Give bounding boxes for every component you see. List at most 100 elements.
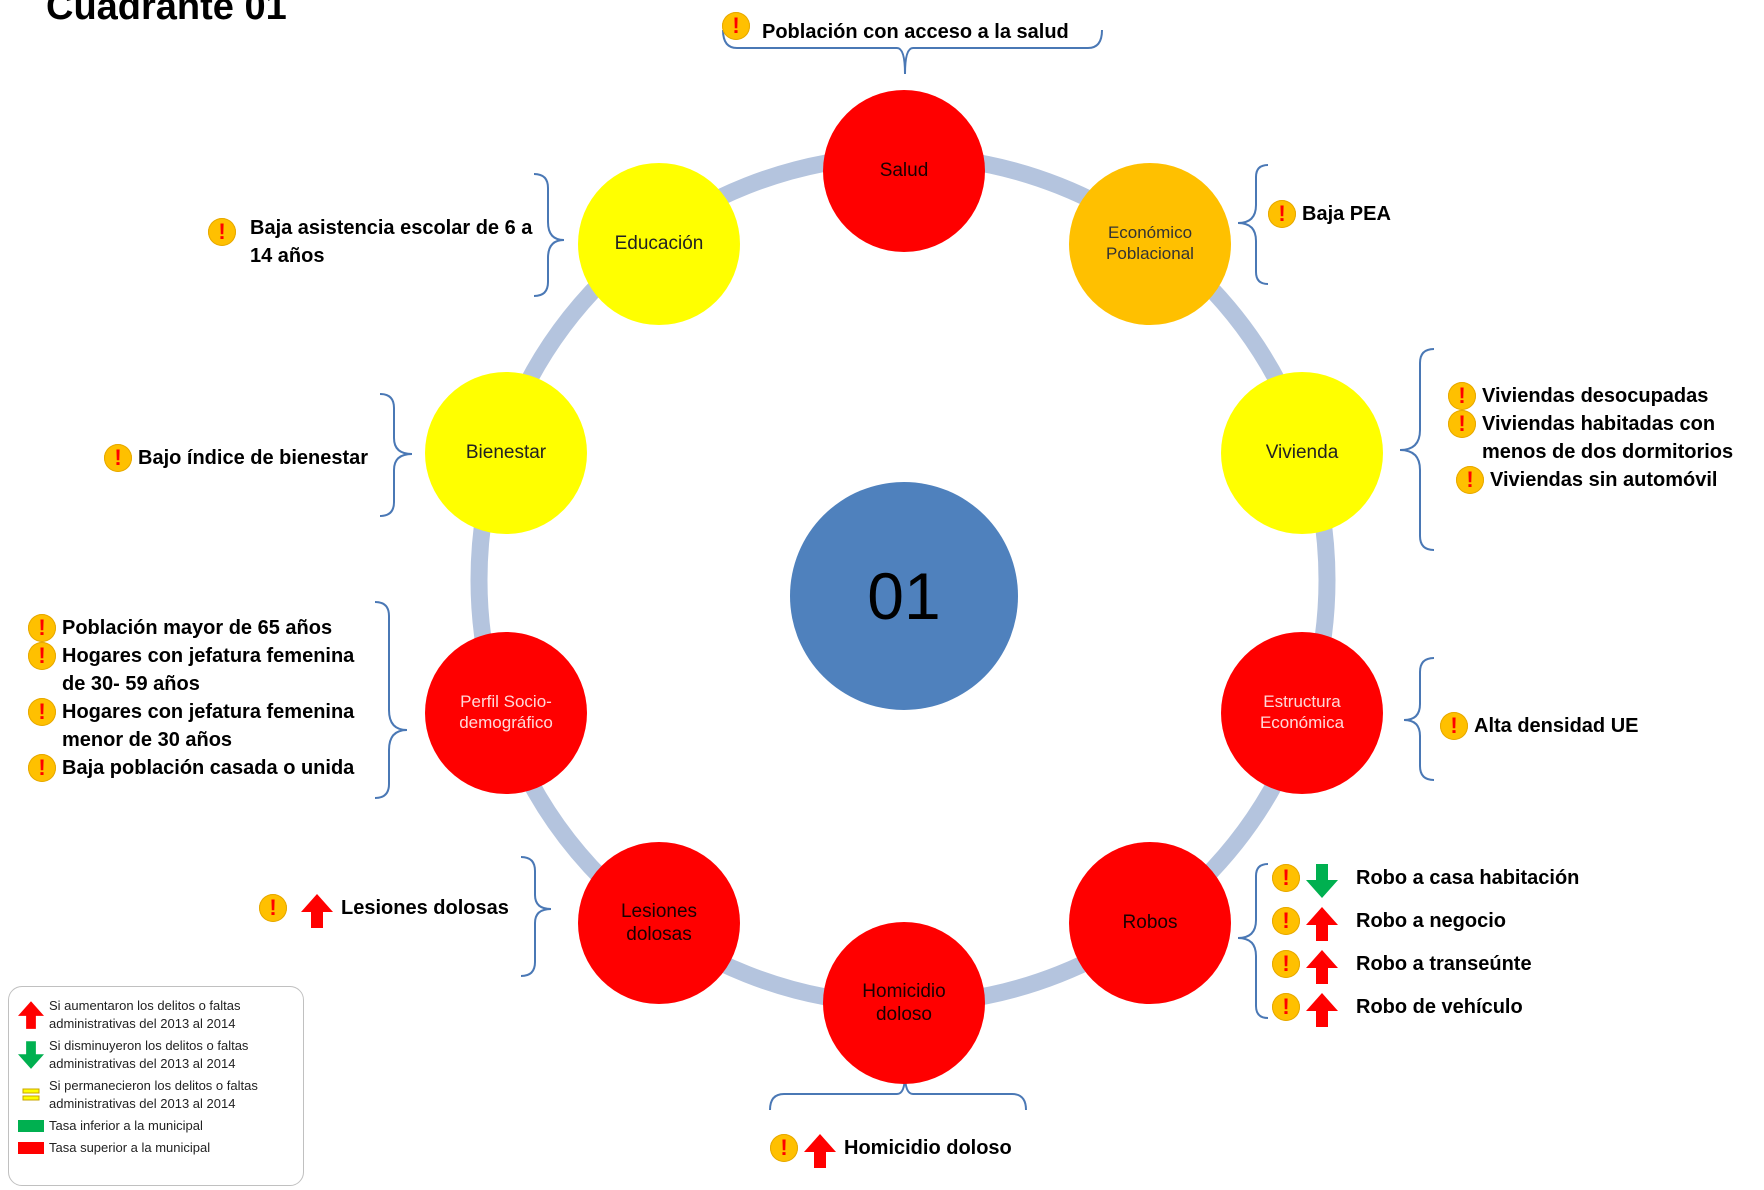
note-text: Robo a negocio [1356,910,1506,932]
legend-label: Tasa superior a la municipal [49,1140,211,1155]
note-row: ! Hogares con jefatura femenina menor de… [28,698,354,754]
note-text: Baja PEA [1302,203,1391,225]
node-salud[interactable]: Salud [823,90,985,252]
warning-icon: ! [28,754,56,782]
note-text: Población con acceso a la salud [762,21,1069,43]
node-homicidio-label: Homicidio doloso [862,980,946,1025]
legend-label: Tasa inferior a la municipal [49,1118,203,1133]
warning-icon: ! [1272,950,1300,978]
note-row: ! Lesiones dolosas [259,894,509,928]
node-educacion-label: Educación [614,233,704,255]
legend-item-down: Si disminuyeron los delitos o faltas adm… [17,1037,295,1073]
note-text: Hogares con jefatura femenina de 30- 59 … [62,645,355,695]
node-homicidio-doloso[interactable]: Homicidio doloso [823,922,985,1084]
center-label: 01 [867,558,941,633]
node-bienestar-label: Bienestar [465,442,547,464]
node-salud-label: Salud [879,160,929,182]
warning-icon: ! [1448,410,1476,438]
warning-icon: ! [1268,200,1296,228]
note-text: Robo a transeúnte [1356,953,1532,975]
warning-icon: ! [28,614,56,642]
warning-icon: ! [770,1134,798,1162]
arrow-up-icon [1306,907,1338,941]
note-row: ! Baja PEA [1268,200,1391,228]
node-vivienda[interactable]: Vivienda [1221,372,1383,534]
note-text: Baja población casada o unida [62,757,355,779]
node-bienestar[interactable]: Bienestar [425,372,587,534]
legend-item-higher: Tasa superior a la municipal [17,1139,295,1157]
note-row: ! Alta densidad UE [1440,712,1638,740]
arrow-down-icon [1306,864,1338,898]
warning-icon: ! [28,642,56,670]
warning-icon: ! [722,12,750,40]
green-swatch-icon [18,1120,44,1132]
legend-label: Si disminuyeron los delitos o faltas adm… [49,1038,249,1071]
note-row: ! Población con acceso a la salud [722,12,1069,46]
warning-icon: ! [1272,907,1300,935]
legend-item-lower: Tasa inferior a la municipal [17,1117,295,1135]
equal-icon [22,1088,40,1101]
note-text: Alta densidad UE [1474,715,1639,737]
legend-item-up: Si aumentaron los delitos o faltas admin… [17,997,295,1033]
note-row: ! Homicidio doloso [770,1134,1012,1168]
arrow-down-icon [18,1041,44,1069]
warning-icon: ! [104,444,132,472]
note-row: ! Población mayor de 65 años [28,614,354,642]
legend-item-equal: Si permanecieron los delitos o faltas ad… [17,1077,295,1113]
legend-label: Si aumentaron los delitos o faltas admin… [49,998,241,1031]
arrow-up-icon [804,1134,836,1168]
node-estructura-economica[interactable]: Estructura Económica [1221,632,1383,794]
note-text: Robo de vehículo [1356,996,1523,1018]
arrow-up-icon [1306,950,1338,984]
note-row: ! Baja asistencia escolar de 6 a 14 años [208,214,532,270]
warning-icon: ! [259,894,287,922]
notes-educacion: ! Baja asistencia escolar de 6 a 14 años [208,214,532,270]
note-row: ! Robo de vehículo [1272,993,1579,1036]
note-row: ! Viviendas sin automóvil [1456,466,1733,494]
note-row: ! Robo a transeúnte [1272,950,1579,993]
arrow-up-icon [18,1001,44,1029]
node-lesiones-label: Lesiones dolosas [620,900,698,945]
notes-robos: ! Robo a casa habitación ! Robo a negoci… [1272,864,1579,1036]
notes-perfil: ! Población mayor de 65 años ! Hogares c… [28,614,354,782]
arrow-up-icon [1306,993,1338,1027]
note-row: ! Hogares con jefatura femenina de 30- 5… [28,642,354,698]
warning-icon: ! [1440,712,1468,740]
node-estructura-label: Estructura Económica [1259,692,1345,732]
note-text: Población mayor de 65 años [62,617,333,639]
legend: Si aumentaron los delitos o faltas admin… [8,986,304,1186]
note-text: Baja asistencia escolar de 6 a 14 años [250,217,533,267]
notes-vivienda: ! Viviendas desocupadas ! Viviendas habi… [1448,382,1733,494]
note-row: ! Robo a negocio [1272,907,1579,950]
red-swatch-icon [18,1142,44,1154]
note-text: Hogares con jefatura femenina menor de 3… [62,701,355,751]
node-economico-poblacional[interactable]: Económico Poblacional [1069,163,1231,325]
note-text: Viviendas sin automóvil [1490,469,1718,491]
note-row: ! Bajo índice de bienestar [104,444,368,472]
node-robos[interactable]: Robos [1069,842,1231,1004]
notes-lesiones: ! Lesiones dolosas [259,894,509,928]
note-text: Bajo índice de bienestar [138,447,369,469]
note-text: Viviendas habitadas con menos de dos dor… [1482,413,1734,463]
note-text: Robo a casa habitación [1356,867,1580,889]
page-title: Cuadrante 01 [46,0,287,28]
node-lesiones-dolosas[interactable]: Lesiones dolosas [578,842,740,1004]
warning-icon: ! [1272,993,1300,1021]
warning-icon: ! [1456,466,1484,494]
arrow-up-icon [301,894,333,928]
note-text: Viviendas desocupadas [1482,385,1709,407]
notes-homicidio: ! Homicidio doloso [770,1134,1012,1168]
warning-icon: ! [208,218,236,246]
node-vivienda-label: Vivienda [1265,442,1339,464]
center-node: 01 [790,482,1018,710]
warning-icon: ! [28,698,56,726]
node-educacion[interactable]: Educación [578,163,740,325]
notes-bienestar: ! Bajo índice de bienestar [104,444,368,472]
warning-icon: ! [1272,864,1300,892]
note-text: Lesiones dolosas [341,897,509,919]
legend-label: Si permanecieron los delitos o faltas ad… [49,1078,258,1111]
node-robos-label: Robos [1122,912,1178,934]
notes-economico: ! Baja PEA [1268,200,1391,228]
warning-icon: ! [1448,382,1476,410]
node-perfil-sociodemografico[interactable]: Perfil Socio- demográfico [425,632,587,794]
